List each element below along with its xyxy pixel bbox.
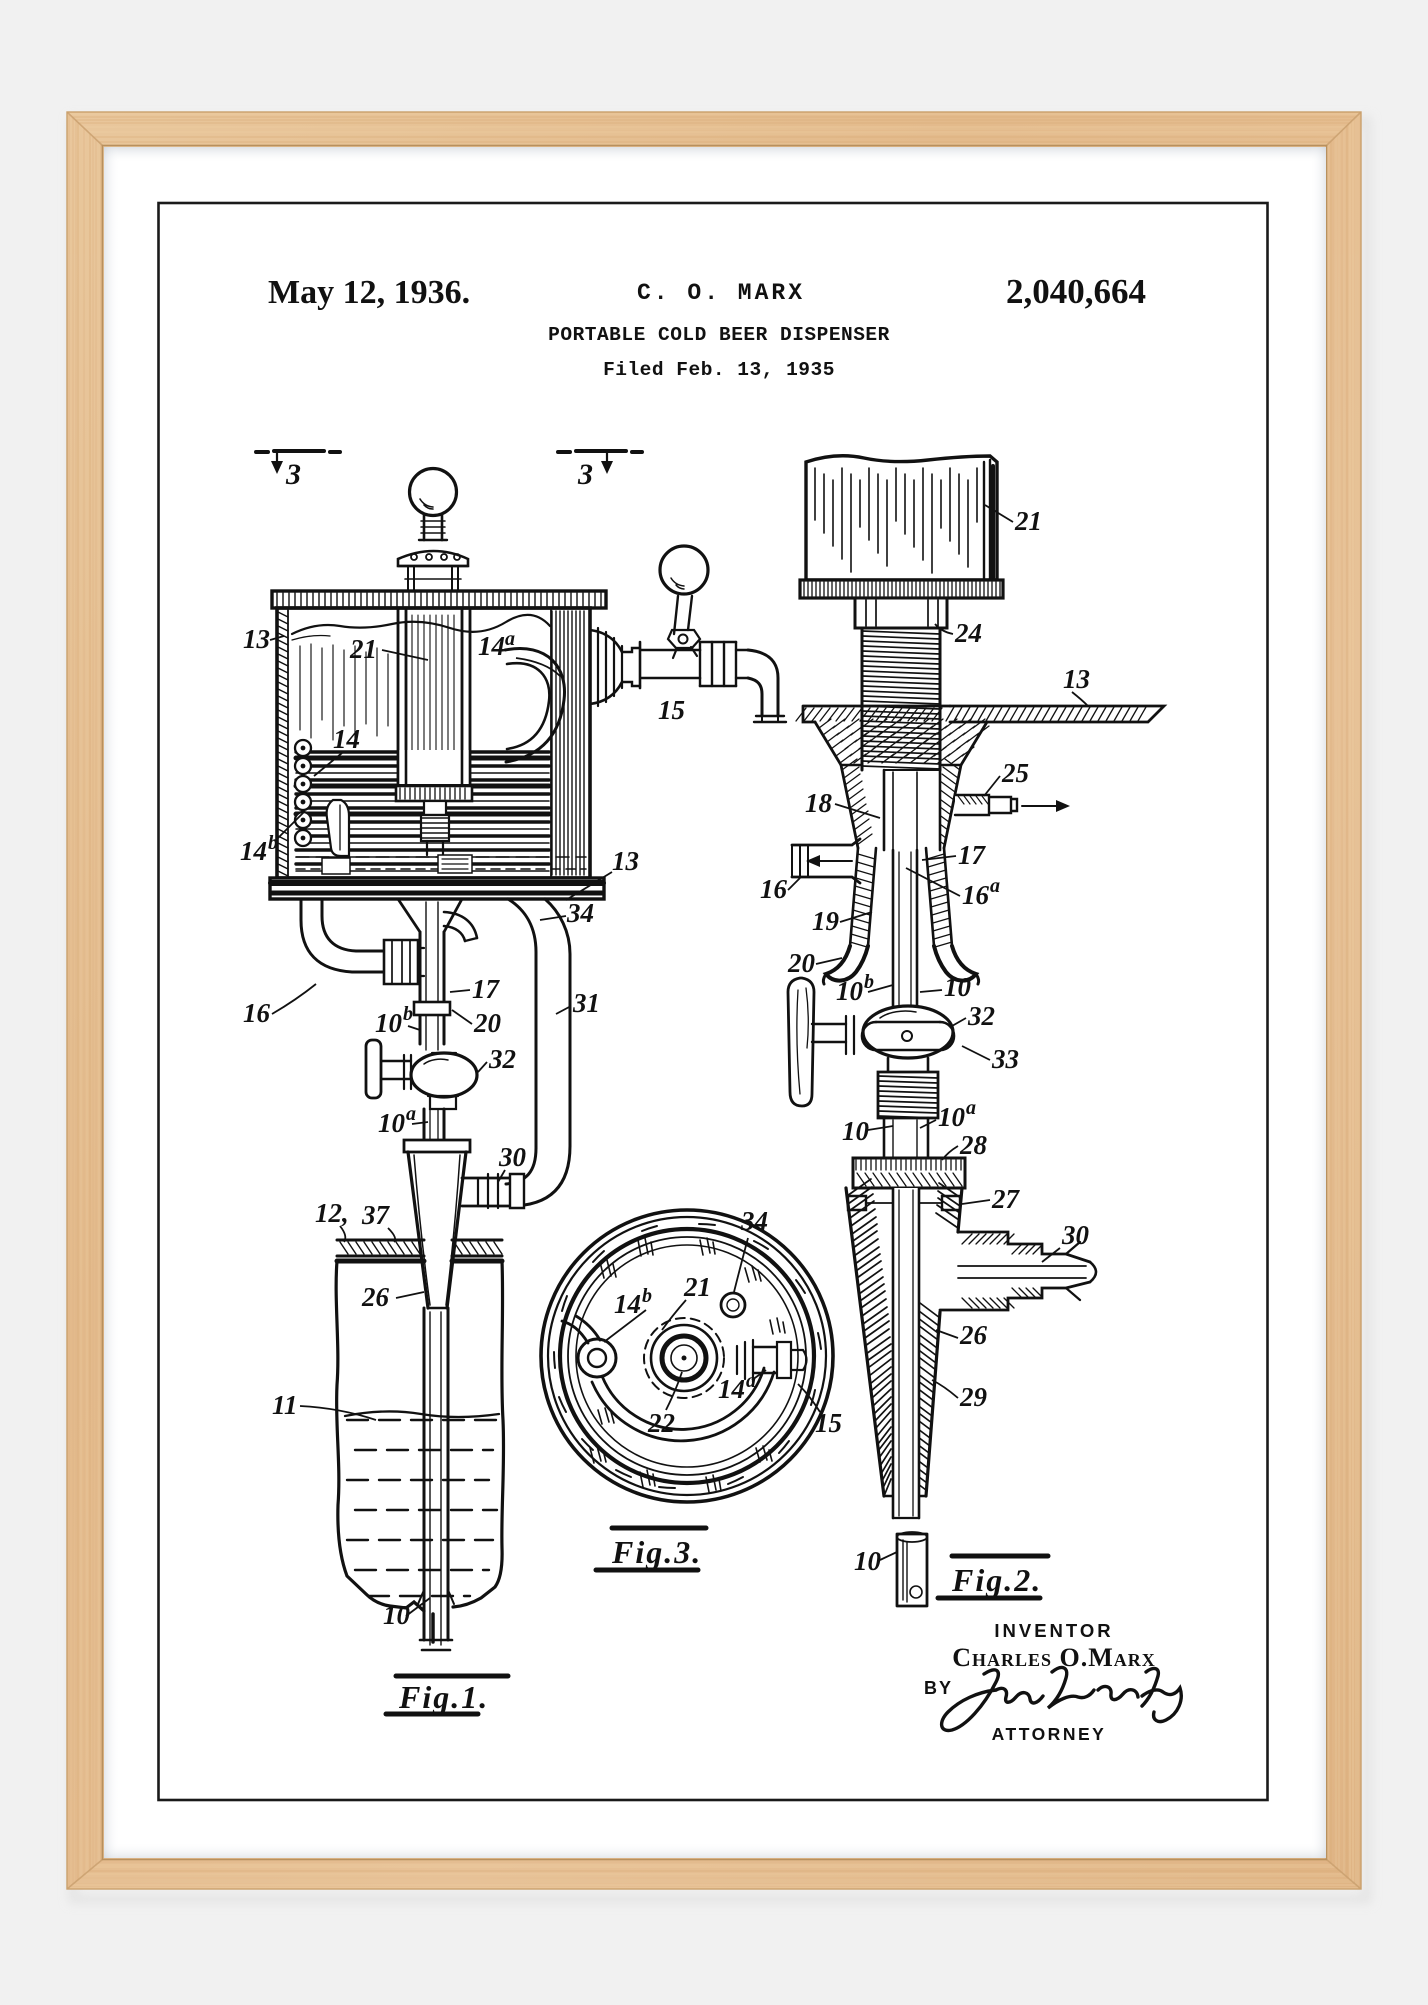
svg-text:May 12, 1936.: May 12, 1936. [268,274,470,311]
svg-text:32: 32 [488,1044,516,1074]
svg-text:10: 10 [836,976,864,1006]
svg-text:16: 16 [962,880,990,910]
svg-text:Fig.1.: Fig.1. [398,1679,489,1715]
svg-text:30: 30 [1061,1220,1090,1250]
svg-text:Filed Feb. 13, 1935: Filed Feb. 13, 1935 [603,359,835,381]
svg-text:16: 16 [243,998,271,1028]
svg-text:16: 16 [760,874,788,904]
svg-text:C. O. MARX: C. O. MARX [637,280,805,306]
svg-text:21: 21 [683,1272,711,1302]
svg-text:17: 17 [958,840,987,870]
svg-text:10: 10 [854,1546,882,1576]
svg-text:30: 30 [498,1142,527,1172]
svg-text:3: 3 [285,458,301,491]
svg-text:18: 18 [805,788,833,818]
svg-text:b: b [268,832,278,854]
svg-text:29: 29 [959,1382,988,1412]
svg-text:a: a [746,1370,756,1392]
svg-text:a: a [505,628,515,650]
svg-text:a: a [406,1103,416,1125]
svg-text:14: 14 [478,631,505,661]
svg-text:10: 10 [375,1008,403,1038]
svg-text:13: 13 [1063,664,1090,694]
svg-text:19: 19 [812,906,840,936]
svg-text:10: 10 [944,972,972,1002]
svg-text:10: 10 [842,1116,870,1146]
svg-text:26: 26 [361,1282,390,1312]
svg-text:37: 37 [361,1200,391,1230]
svg-text:28: 28 [959,1130,988,1160]
svg-text:14: 14 [614,1289,641,1319]
svg-text:21: 21 [349,634,377,664]
svg-text:34: 34 [740,1206,768,1236]
svg-text:27: 27 [991,1184,1021,1214]
svg-text:2,040,664: 2,040,664 [1006,272,1146,311]
svg-text:3: 3 [577,458,593,491]
svg-text:24: 24 [954,618,982,648]
svg-text:Fig.3.: Fig.3. [611,1534,702,1570]
svg-text:b: b [642,1285,652,1307]
svg-text:32: 32 [967,1001,995,1031]
svg-text:31: 31 [572,988,600,1018]
svg-text:b: b [403,1003,413,1025]
svg-text:26: 26 [959,1320,988,1350]
svg-text:20: 20 [473,1008,502,1038]
svg-text:34: 34 [566,898,594,928]
svg-text:Fig.2.: Fig.2. [951,1562,1042,1598]
svg-text:10: 10 [378,1108,406,1138]
svg-text:14: 14 [333,724,360,754]
svg-text:a: a [990,875,1000,897]
svg-text:INVENTOR: INVENTOR [994,1620,1113,1641]
svg-text:15: 15 [815,1408,842,1438]
svg-text:17: 17 [472,974,501,1004]
svg-text:b: b [864,971,874,993]
svg-text:14: 14 [240,836,267,866]
svg-text:33: 33 [991,1044,1019,1074]
svg-text:13: 13 [612,846,639,876]
svg-text:25: 25 [1001,758,1029,788]
svg-text:22: 22 [647,1408,675,1438]
svg-text:ATTORNEY: ATTORNEY [992,1724,1107,1744]
svg-text:a: a [966,1097,976,1119]
svg-text:BY: BY [924,1678,953,1698]
svg-text:PORTABLE COLD BEER DISPENSER: PORTABLE COLD BEER DISPENSER [548,324,890,346]
svg-text:15: 15 [658,695,685,725]
svg-text:10: 10 [938,1102,966,1132]
svg-text:11: 11 [272,1390,298,1420]
svg-text:12,: 12, [315,1198,349,1228]
svg-text:14: 14 [718,1374,745,1404]
svg-text:Charles O.Marx: Charles O.Marx [952,1643,1156,1672]
svg-text:20: 20 [787,948,816,978]
svg-text:13: 13 [243,624,270,654]
svg-text:21: 21 [1014,506,1042,536]
